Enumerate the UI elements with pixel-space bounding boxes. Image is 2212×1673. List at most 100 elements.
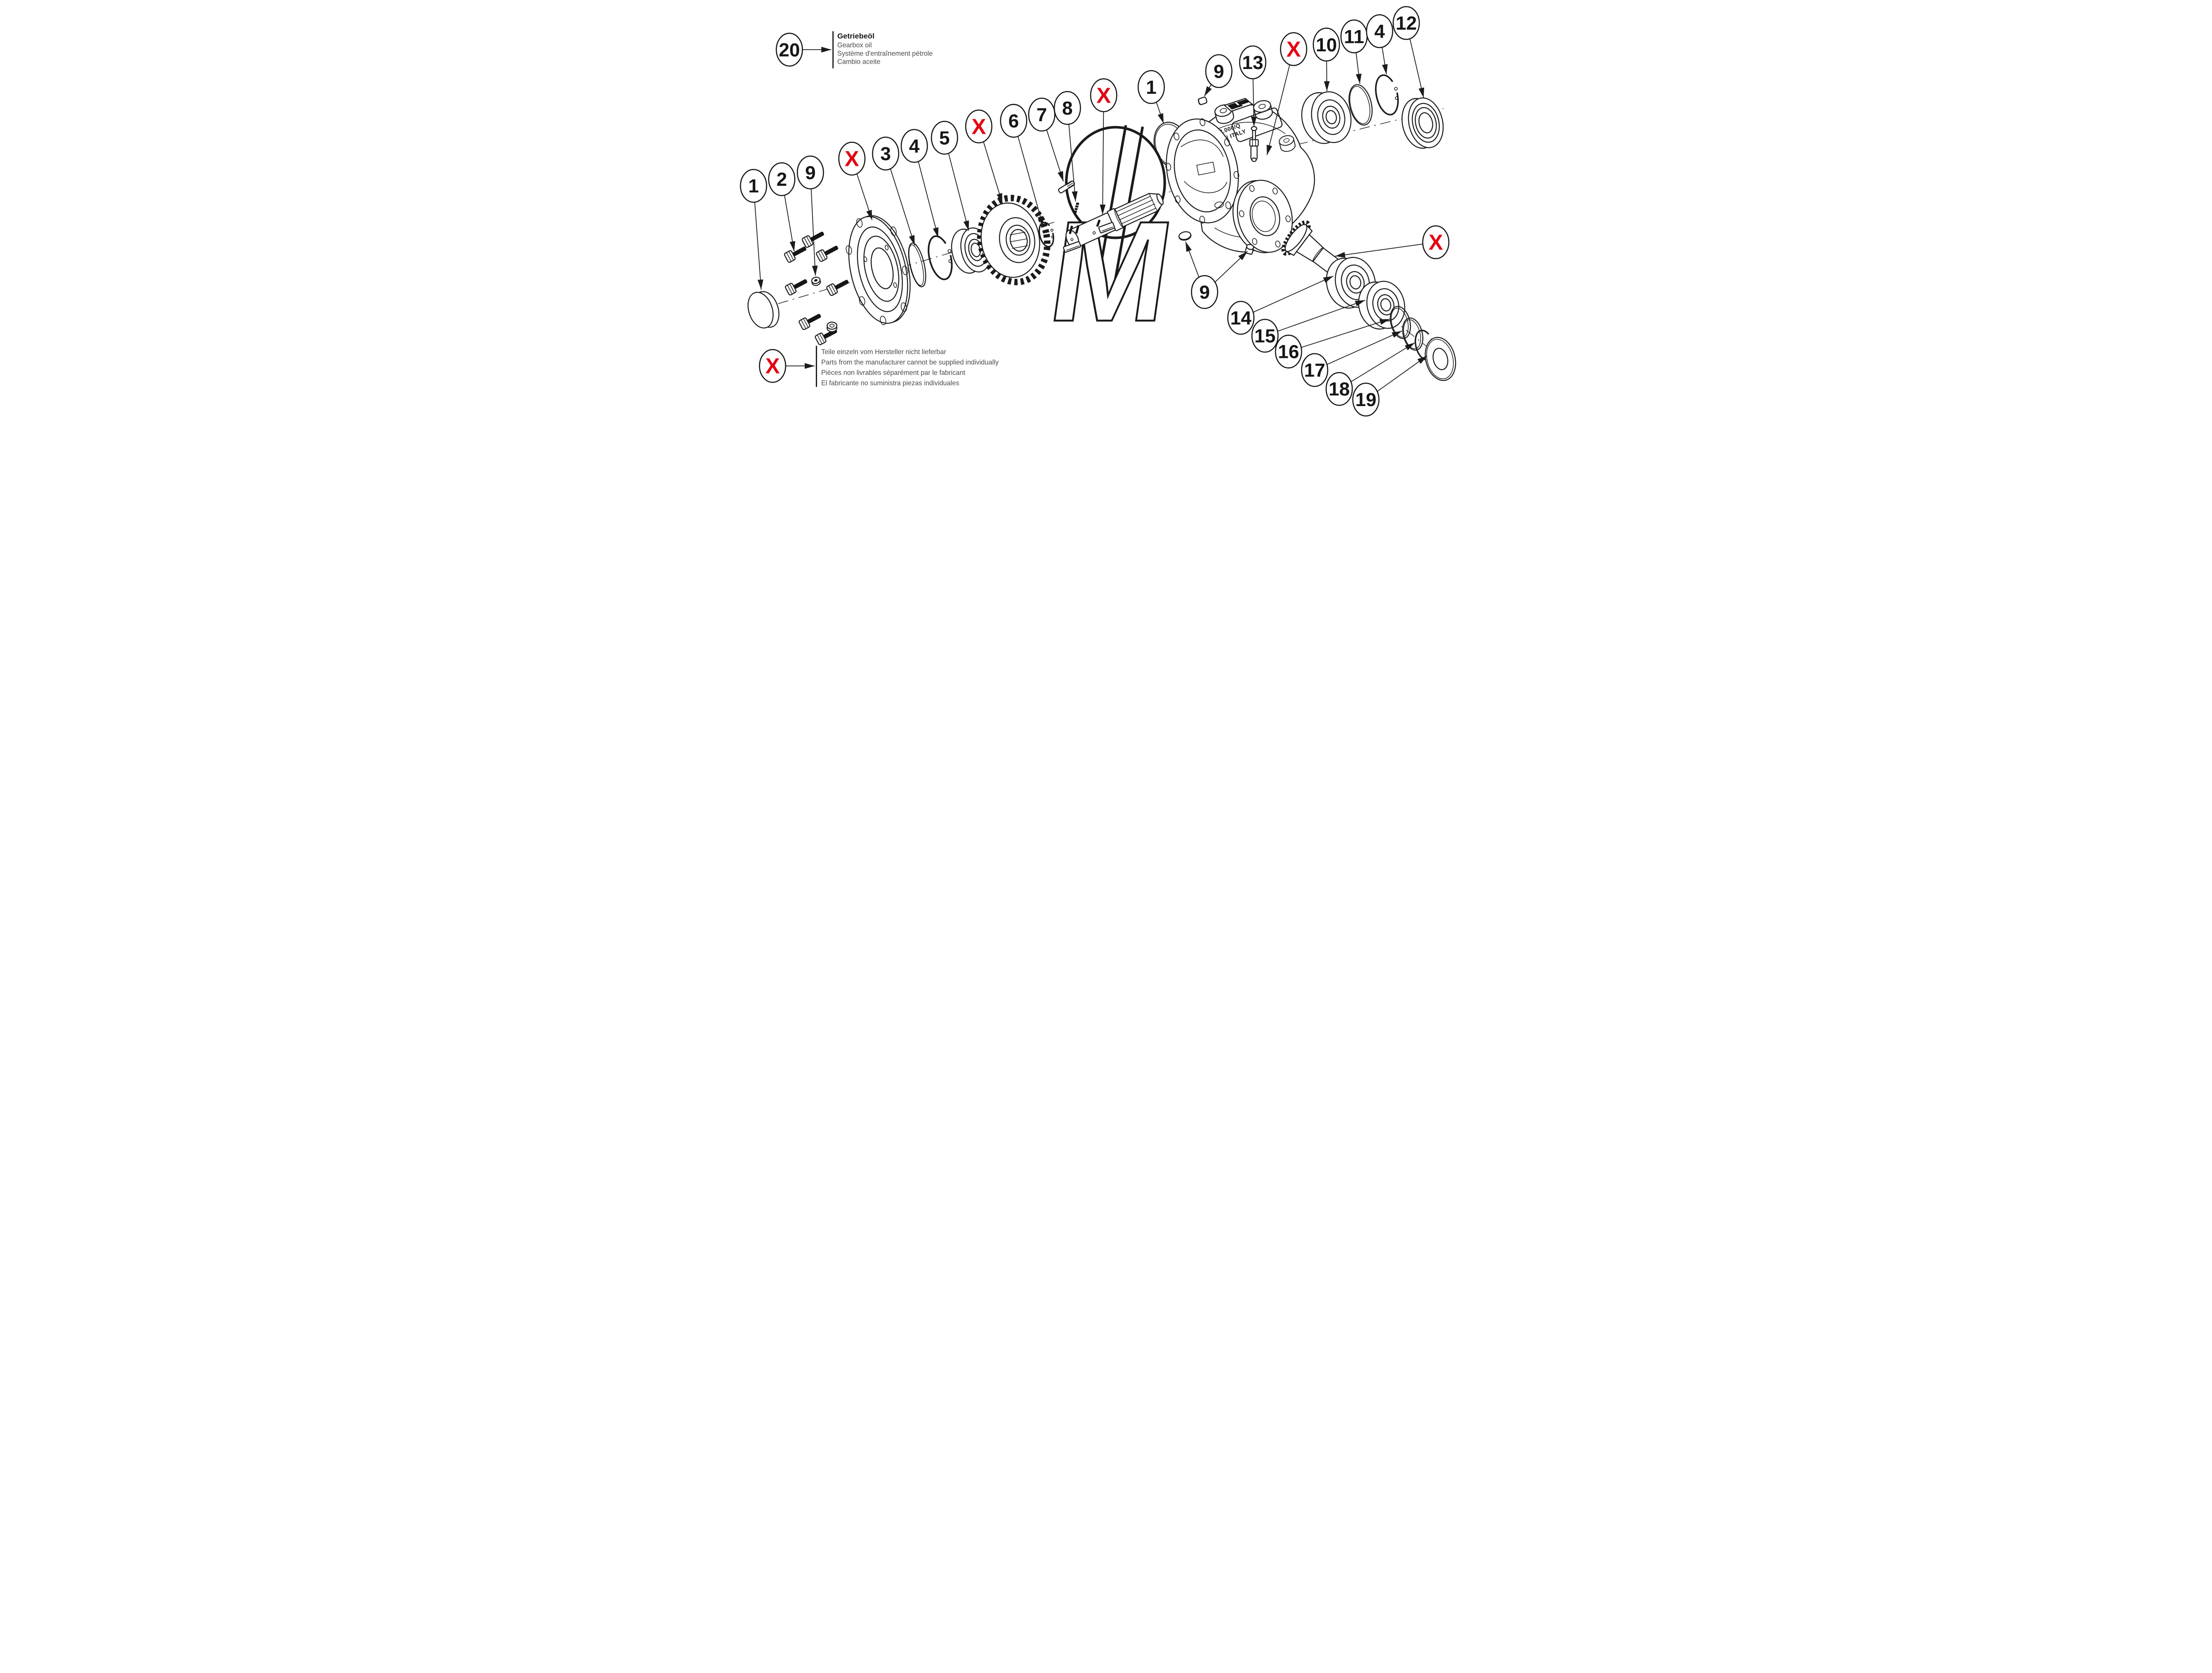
balloon-6: 6 [1000,104,1027,138]
leader-line-18 [1339,342,1415,389]
legend-oil-line-fr: Système d'entraînement pétrole [837,50,933,58]
snap-ring [1375,74,1399,115]
balloon-X: X [965,109,993,144]
balloon-label-7: 7 [1037,104,1047,126]
shaft-key [1063,241,1081,253]
balloon-2: 2 [768,162,795,196]
balloon-17: 17 [1301,353,1329,387]
bolt-set [784,228,851,346]
balloon-label-X: X [1096,84,1111,107]
spacer-ring-17 [1402,317,1424,351]
balloon-label-3: 3 [880,143,891,165]
balloon-X: X [1422,225,1450,259]
balloon-11: 11 [1340,19,1368,54]
id-sticker [1223,98,1253,112]
balloon-4: 4 [900,129,928,163]
balloon-label-10: 10 [1316,35,1337,56]
hex-nut [826,322,837,332]
legend-bar [832,31,834,69]
gearbox-exploded-view: M [710,0,1502,418]
balloon-label-12: 12 [1396,13,1417,34]
balloon-7: 7 [1028,97,1056,132]
balloon-16: 16 [1275,334,1302,368]
balloon-18: 18 [1325,372,1353,406]
balloon-label-4: 4 [909,136,920,157]
balloon-19: 19 [1352,382,1380,417]
hex-bolt [784,246,806,263]
balloon-label-X: X [1286,38,1301,61]
balloon-4: 4 [1366,14,1394,48]
leader-line-9 [810,172,818,276]
balloon-9: 9 [1205,54,1233,88]
leader-line-16 [1288,318,1390,352]
balloon-label-4: 4 [1374,21,1385,42]
balloon-X: X [759,349,787,383]
balloon-label-15: 15 [1254,326,1275,347]
balloon-label-8: 8 [1062,98,1073,119]
balloon-label-9: 9 [1214,61,1224,82]
balloon-label-13: 13 [1242,52,1263,73]
balloon-1: 1 [1137,70,1165,104]
balloon-label-X: X [1429,231,1443,255]
gearbox-housing: 100.018.000/Q MADE IN ITALY [1165,96,1315,255]
socket-nut [811,276,821,286]
hex-bolt [815,242,841,263]
leader-line-X [1266,49,1294,155]
balloon-label-2: 2 [776,169,787,190]
pto-input-shaft [1065,193,1164,249]
balloon-X: X [1090,78,1118,112]
balloon-label-5: 5 [939,127,950,149]
housing-front-face [1165,118,1240,224]
balloon-3: 3 [872,136,899,171]
shaft-keys-and-pins [1063,219,1115,253]
balloon-label-18: 18 [1329,379,1350,400]
balloon-X: X [1280,32,1307,66]
balloon-X: X [838,142,866,176]
balloon-9: 9 [1191,275,1218,309]
shim-ring [1348,84,1373,126]
balloon-label-X: X [845,147,859,171]
brand-watermark: M [1040,125,1183,352]
legend-oil-line-en: Gearbox oil [837,42,872,49]
legend-oil-line-de: Getriebeöl [837,32,875,40]
legend-x-line-fr: Pièces non livrables séparément par le f… [821,369,965,377]
leader-line-X [1335,242,1436,258]
breather-plug [1249,126,1259,162]
legend-x-line-en: Parts from the manufacturer cannot be su… [821,359,998,366]
balloon-label-6: 6 [1008,111,1019,132]
leader-line-X [1099,95,1106,215]
end-washer-19 [1425,337,1456,381]
output-bearing-inner [1358,280,1406,330]
hex-bolt [784,276,810,296]
balloon-label-1: 1 [748,176,759,197]
drain-plug [1178,231,1192,241]
mount-boss [1279,135,1296,152]
legend-bar [816,345,817,387]
balloon-15: 15 [1251,318,1279,353]
balloon-8: 8 [1053,91,1081,125]
balloon-label-17: 17 [1304,360,1325,381]
spring-pin [1074,202,1079,213]
leader-line-14 [1240,276,1334,318]
balloon-label-19: 19 [1355,389,1376,411]
balloon-20: 20 [776,33,803,67]
top-plug [1198,96,1208,105]
bearing-cover-flange [845,215,911,325]
legend-x-line-es: El fabricante no suministra piezas indiv… [821,380,959,387]
exploded-parts-diagram: M [710,0,1502,418]
small-circlip [1038,222,1054,248]
balloon-label-11: 11 [1344,26,1364,47]
shaft-key [1098,222,1115,234]
balloon-label-20: 20 [779,39,800,61]
balloon-label-16: 16 [1278,342,1299,363]
leader-line-6 [1013,120,1044,226]
balloon-label-14: 14 [1230,307,1252,329]
legend-x-line-de: Teile einzeln vom Hersteller nicht liefe… [821,349,946,356]
output-flange [1232,180,1293,253]
balloon-5: 5 [931,121,958,155]
hex-bolt [826,276,851,297]
input-bearing [1301,91,1352,144]
balloon-9: 9 [797,155,824,190]
balloon-label-X: X [972,115,986,139]
